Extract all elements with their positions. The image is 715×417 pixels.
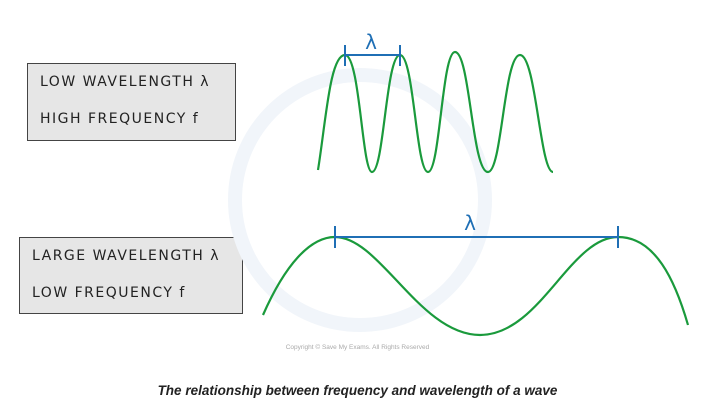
high-frequency-wave xyxy=(316,50,554,174)
long-wavelength-marker xyxy=(334,226,619,248)
watermark-logo xyxy=(228,68,492,332)
copyright-text: Copyright © Save My Exams. All Rights Re… xyxy=(285,344,430,351)
low-wavelength-box: LOW WAVELENGTH λ HIGH FREQUENCY f xyxy=(27,63,236,141)
box-line-1: LARGE WAVELENGTH λ xyxy=(32,248,221,264)
short-wavelength-marker xyxy=(344,45,401,66)
low-frequency-wave xyxy=(261,235,690,337)
lambda-label-top: λ xyxy=(365,30,377,54)
caption: The relationship between frequency and w… xyxy=(157,383,558,398)
large-wavelength-box: LARGE WAVELENGTH λ LOW FREQUENCY f xyxy=(19,237,243,314)
box-line-2: HIGH FREQUENCY f xyxy=(40,111,200,127)
lambda-label-bottom: λ xyxy=(464,211,476,235)
box-line-1: LOW WAVELENGTH λ xyxy=(40,74,211,90)
box-line-2: LOW FREQUENCY f xyxy=(32,285,186,301)
